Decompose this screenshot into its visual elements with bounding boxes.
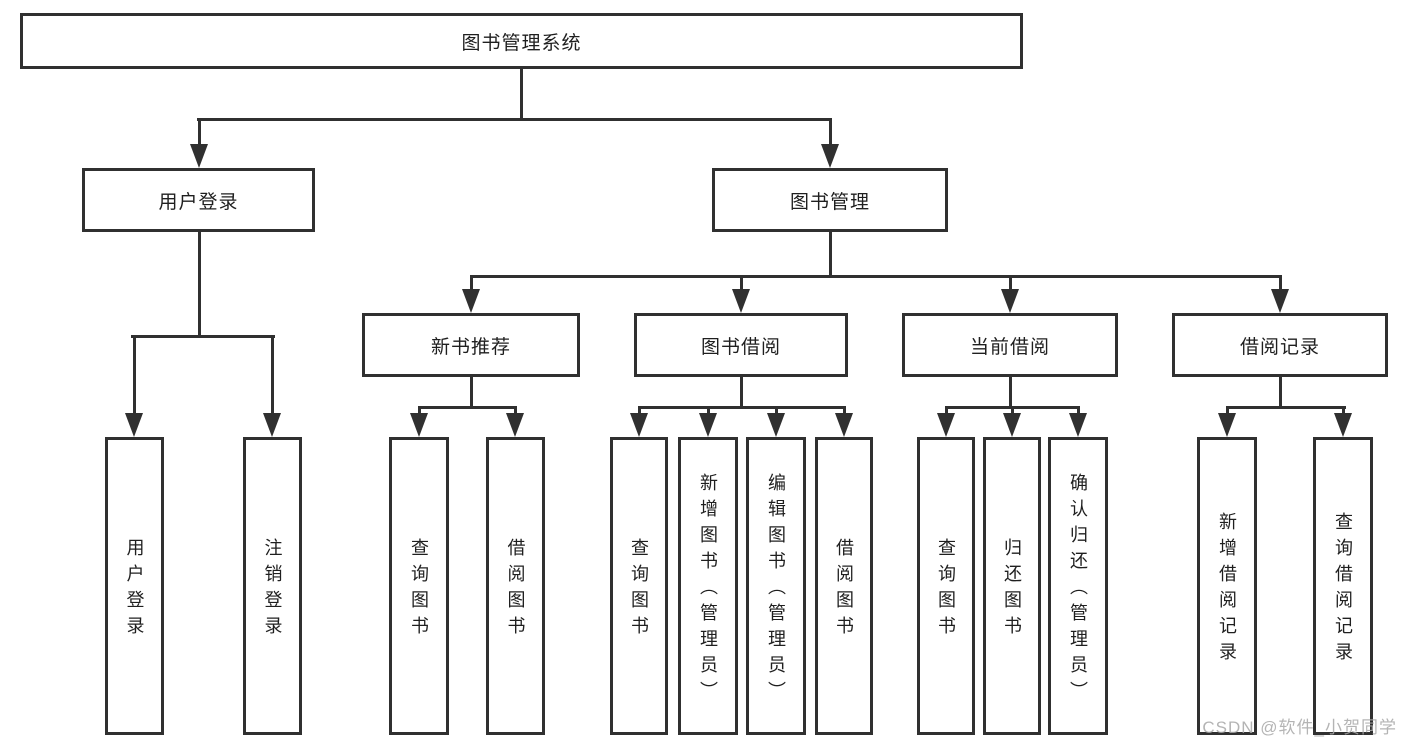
leaf-label: 用户登录 [124,538,145,642]
connector-line [829,118,832,146]
connector-line [197,118,832,121]
connector-line [1279,377,1282,409]
node-new-book-recommend: 新书推荐 [362,313,580,377]
connector-line [1226,406,1229,415]
connector-line [1226,406,1346,409]
arrow-down-icon [937,413,955,437]
leaf-logout: 注销登录 [243,437,302,735]
leaf-query-books-recommend: 查询图书 [389,437,449,735]
leaf-add-book-admin: 新增图书（管理员） [678,437,738,735]
connector-line [945,406,948,415]
leaf-label: 查询图书 [629,538,649,642]
node-book-management: 图书管理 [712,168,948,232]
leaf-query-books-borrow: 查询图书 [610,437,668,735]
leaf-label: 新增图书（管理员） [698,473,718,707]
leaf-borrow-book-recommend: 借阅图书 [486,437,545,735]
leaf-confirm-return-admin: 确认归还（管理员） [1048,437,1108,735]
node-label: 当前借阅 [969,336,1050,358]
leaf-label: 注销登录 [262,538,283,642]
connector-line [514,406,517,415]
connector-line [271,335,274,415]
connector-line [638,406,846,409]
arrow-down-icon [821,144,839,168]
leaf-user-login: 用户登录 [105,437,164,735]
arrow-down-icon [1334,413,1352,437]
connector-line [198,118,201,146]
leaf-label: 新增借阅记录 [1217,512,1237,668]
leaf-add-borrow-record: 新增借阅记录 [1197,437,1257,735]
arrow-down-icon [767,413,785,437]
connector-line [1011,406,1014,415]
connector-line [1279,275,1282,291]
leaf-label: 查询图书 [409,538,429,642]
node-label: 图书管理系统 [461,32,582,54]
leaf-edit-book-admin: 编辑图书（管理员） [746,437,806,735]
arrow-down-icon [263,413,281,437]
watermark: CSDN @软件_小贺同学 [1202,718,1397,737]
node-library-management-system: 图书管理系统 [20,13,1023,69]
leaf-label: 归还图书 [1002,538,1022,642]
leaf-return-book: 归还图书 [983,437,1041,735]
connector-line [131,335,275,338]
connector-line [1009,275,1012,291]
node-user-login: 用户登录 [82,168,315,232]
connector-line [775,406,778,415]
arrow-down-icon [462,289,480,313]
leaf-label: 查询图书 [936,538,956,642]
node-label: 借阅记录 [1239,336,1320,358]
connector-line [470,275,1282,278]
arrow-down-icon [190,144,208,168]
connector-line [740,275,743,291]
node-label: 图书借阅 [700,336,781,358]
node-current-borrow: 当前借阅 [902,313,1118,377]
connector-line [707,406,710,415]
arrow-down-icon [732,289,750,313]
connector-line [1342,406,1345,415]
node-book-borrow: 图书借阅 [634,313,848,377]
arrow-down-icon [410,413,428,437]
connector-line [638,406,641,415]
arrow-down-icon [1218,413,1236,437]
arrow-down-icon [1003,413,1021,437]
arrow-down-icon [1069,413,1087,437]
arrow-down-icon [699,413,717,437]
arrow-down-icon [1001,289,1019,313]
leaf-label: 确认归还（管理员） [1068,473,1088,707]
connector-line [843,406,846,415]
leaf-label: 借阅图书 [834,538,854,642]
connector-line [829,232,832,278]
connector-line [740,377,743,409]
node-label: 用户登录 [158,191,239,213]
connector-line [520,69,523,121]
leaf-label: 查询借阅记录 [1333,512,1353,668]
connector-line [198,232,201,338]
arrow-down-icon [1271,289,1289,313]
arrow-down-icon [630,413,648,437]
arrow-down-icon [125,413,143,437]
leaf-label: 借阅图书 [505,538,526,642]
node-label: 新书推荐 [430,336,511,358]
connector-line [1009,377,1012,409]
connector-line [470,275,473,291]
arrow-down-icon [506,413,524,437]
connector-line [470,377,473,409]
connector-line [418,406,517,409]
node-borrow-records: 借阅记录 [1172,313,1388,377]
node-label: 图书管理 [789,191,870,213]
leaf-query-books-current: 查询图书 [917,437,975,735]
connector-line [418,406,421,415]
arrow-down-icon [835,413,853,437]
leaf-label: 编辑图书（管理员） [766,473,786,707]
leaf-borrow-book: 借阅图书 [815,437,873,735]
connector-line [1077,406,1080,415]
connector-line [133,335,136,415]
leaf-query-borrow-record: 查询借阅记录 [1313,437,1373,735]
